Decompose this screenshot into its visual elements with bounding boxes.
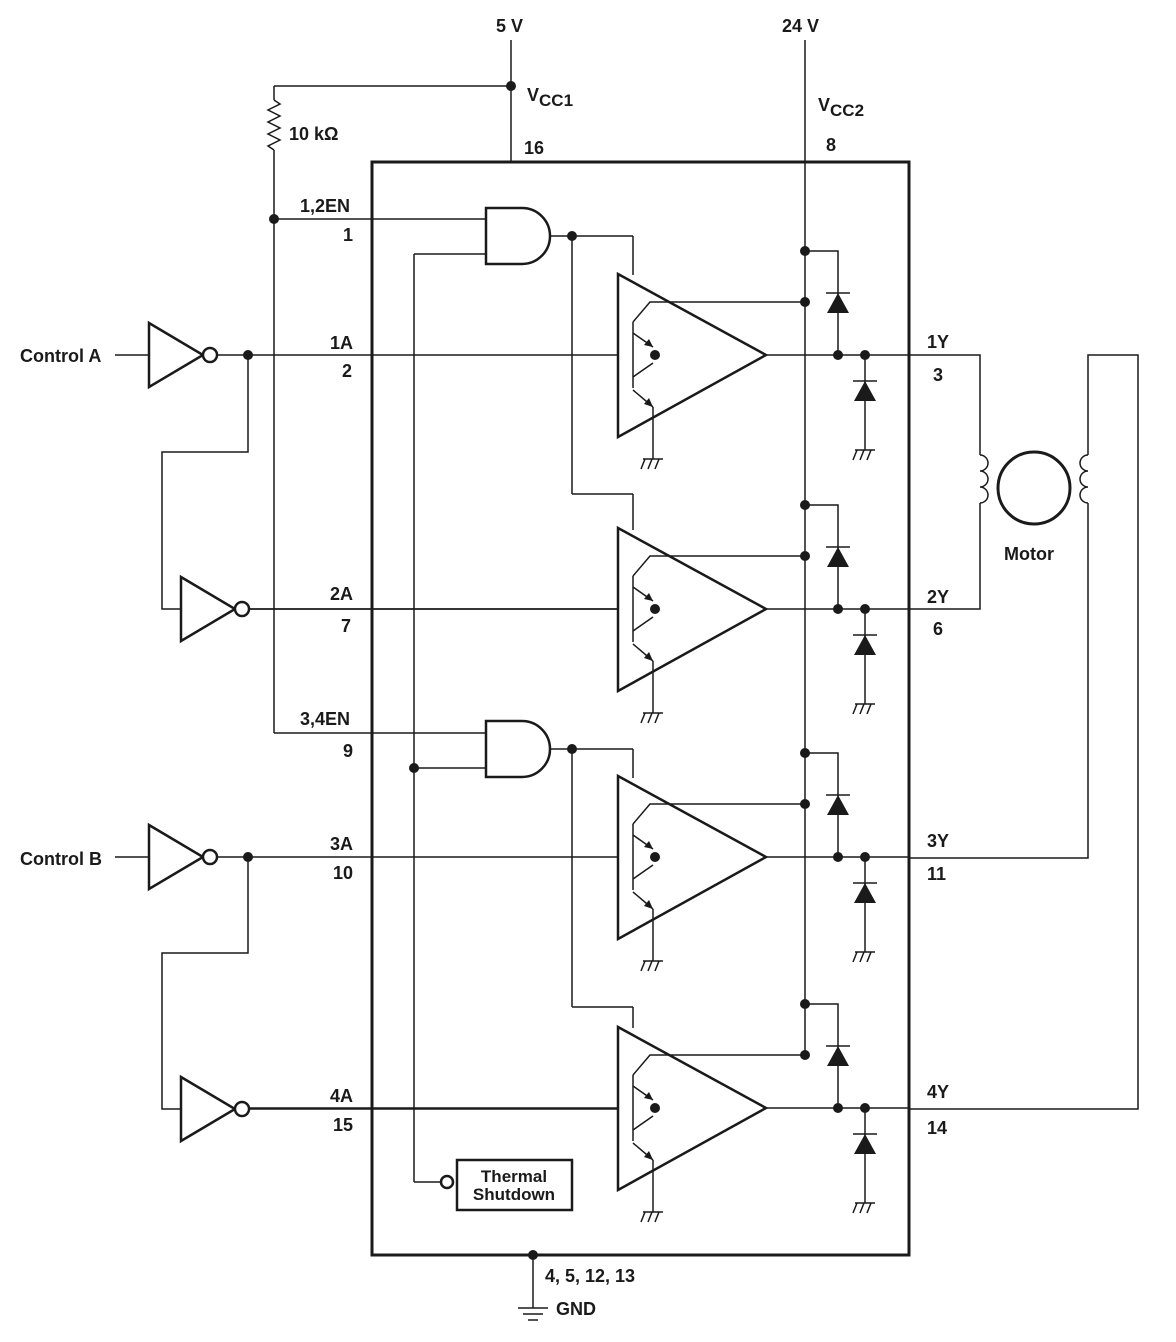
labels: 5 V 24 V VCC1 16 VCC2 8 10 kΩ 1,2EN 1 3,… [20,16,1054,1319]
upper-diode [827,1046,849,1066]
driver-channel-2 [250,500,909,724]
lower-diode [854,635,876,655]
thermal-label-line2: Shutdown [473,1185,555,1204]
vcc1-pin: 16 [524,138,544,158]
vcc2-label: VCC2 [818,95,864,120]
and-gate-12en [414,206,634,530]
motor-wiring [909,354,1139,1110]
control-inverter-1 [115,320,253,610]
driver-amplifier [616,1024,769,1193]
lower-diode [854,883,876,903]
output-4y-pin: 14 [927,1118,947,1138]
upper-diode [827,547,849,567]
thermal-shutdown-block [409,254,574,1212]
control-inverter-2 [179,574,618,644]
input-3a-name: 3A [330,834,353,854]
driver-amplifier [616,773,769,942]
input-4a-pin: 15 [333,1115,353,1135]
enable-34-pin: 9 [343,741,353,761]
driver-channel-3 [250,748,909,972]
driver-amplifier [616,525,769,694]
control-inverter-4 [179,1074,618,1144]
control-a-label: Control A [20,346,101,366]
output-3y-pin: 11 [927,864,946,884]
enable-12-pin: 1 [343,225,353,245]
resistor-label: 10 kΩ [289,124,338,144]
input-4a-name: 4A [330,1086,353,1106]
input-1a-pin: 2 [342,361,352,381]
lower-diode [854,381,876,401]
control-b-label: Control B [20,849,102,869]
motor-symbol [996,450,1072,526]
motor-label: Motor [1004,544,1054,564]
ground [518,1250,548,1321]
input-2a-pin: 7 [341,616,351,636]
input-2a-name: 2A [330,584,353,604]
output-1y-name: 1Y [927,332,949,352]
upper-diode [827,293,849,313]
input-3a-pin: 10 [333,863,353,883]
control-inverter-3 [115,822,253,1110]
supply-rails [266,40,806,1055]
output-2y-name: 2Y [927,587,949,607]
ic-package [370,160,911,1257]
driver-channel-1 [250,246,909,470]
vcc1-label: VCC1 [527,85,573,110]
lower-diode [854,1134,876,1154]
gnd-pins-label: 4, 5, 12, 13 [545,1266,635,1286]
vcc2-pin: 8 [826,135,836,155]
external-inverters [115,320,618,1144]
supply-5v-label: 5 V [496,16,523,36]
driver-channel-4 [250,999,909,1223]
driver-channels [250,246,909,1223]
output-2y-pin: 6 [933,619,943,639]
output-3y-name: 3Y [927,831,949,851]
output-4y-name: 4Y [927,1082,949,1102]
driver-amplifier [616,271,769,440]
enable-34-name: 3,4EN [300,709,350,729]
upper-diode [827,795,849,815]
gnd-label: GND [556,1299,596,1319]
supply-24v-label: 24 V [782,16,819,36]
and-gate-34en [414,719,634,1028]
input-1a-name: 1A [330,333,353,353]
output-1y-pin: 3 [933,365,943,385]
enable-12-name: 1,2EN [300,196,350,216]
thermal-label-line1: Thermal [481,1167,547,1186]
